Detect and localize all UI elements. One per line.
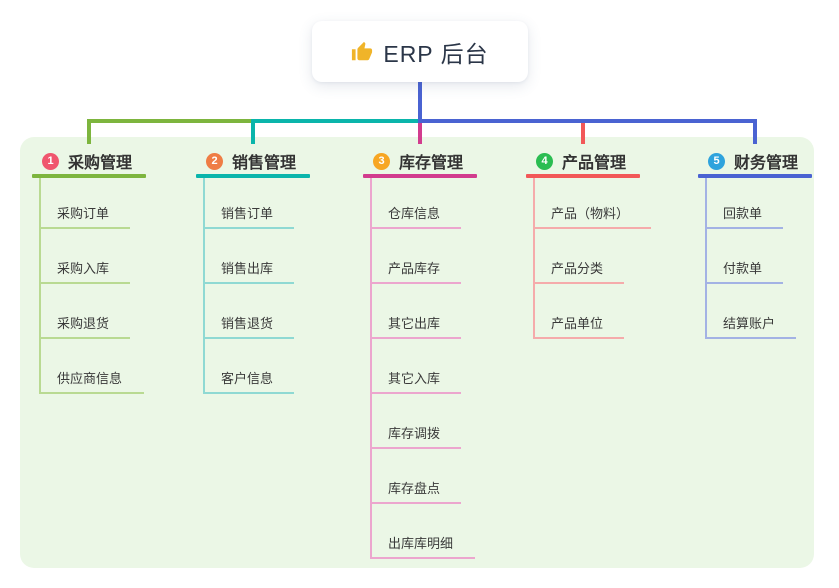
branch-node[interactable]: 2 销售管理 bbox=[196, 148, 310, 174]
branch-label-text: 库存管理 bbox=[399, 155, 464, 172]
branch-underline bbox=[32, 174, 146, 178]
branch-number-badge: 5 bbox=[708, 152, 725, 170]
child-node[interactable]: 其它入库 bbox=[371, 368, 461, 394]
branch-spine-line bbox=[203, 178, 205, 394]
branch-number-badge: 2 bbox=[206, 152, 223, 170]
root-node[interactable]: ERP 后台 bbox=[312, 21, 528, 82]
child-node[interactable]: 采购退货 bbox=[40, 313, 130, 339]
branch-label-text: 财务管理 bbox=[734, 155, 799, 172]
child-node[interactable]: 仓库信息 bbox=[371, 203, 461, 229]
branch-number-badge: 4 bbox=[536, 152, 553, 170]
child-node[interactable]: 销售出库 bbox=[204, 258, 294, 284]
branch-spine-line bbox=[370, 178, 372, 559]
branch-underline bbox=[698, 174, 812, 178]
branch-number-badge: 3 bbox=[373, 152, 390, 170]
child-node[interactable]: 销售退货 bbox=[204, 313, 294, 339]
child-node[interactable]: 供应商信息 bbox=[40, 368, 144, 394]
child-node[interactable]: 销售订单 bbox=[204, 203, 294, 229]
child-node[interactable]: 回款单 bbox=[706, 203, 783, 229]
branch-label-text: 销售管理 bbox=[232, 155, 297, 172]
branch-node[interactable]: 5 财务管理 bbox=[698, 148, 812, 174]
child-node[interactable]: 库存调拨 bbox=[371, 423, 461, 449]
child-node[interactable]: 产品分类 bbox=[534, 258, 624, 284]
branch-spine-line bbox=[533, 178, 535, 339]
mindmap-panel bbox=[20, 137, 814, 568]
child-node[interactable]: 产品单位 bbox=[534, 313, 624, 339]
branch-node[interactable]: 3 库存管理 bbox=[363, 148, 477, 174]
branch-node[interactable]: 1 采购管理 bbox=[32, 148, 146, 174]
child-node[interactable]: 采购订单 bbox=[40, 203, 130, 229]
branch-number-badge: 1 bbox=[42, 152, 59, 170]
child-node[interactable]: 库存盘点 bbox=[371, 478, 461, 504]
child-node[interactable]: 采购入库 bbox=[40, 258, 130, 284]
child-node[interactable]: 结算账户 bbox=[706, 313, 796, 339]
child-node[interactable]: 出库库明细 bbox=[371, 533, 475, 559]
branch-underline bbox=[196, 174, 310, 178]
child-node[interactable]: 产品（物料） bbox=[534, 203, 651, 229]
branch-label-text: 采购管理 bbox=[68, 155, 133, 172]
branch-spine-line bbox=[705, 178, 707, 339]
root-title: ERP 后台 bbox=[383, 40, 489, 67]
branch-label-text: 产品管理 bbox=[562, 155, 627, 172]
branch-spine-line bbox=[39, 178, 41, 394]
child-node[interactable]: 产品库存 bbox=[371, 258, 461, 284]
branch-underline bbox=[526, 174, 640, 178]
child-node[interactable]: 其它出库 bbox=[371, 313, 461, 339]
child-node[interactable]: 客户信息 bbox=[204, 368, 294, 394]
branch-node[interactable]: 4 产品管理 bbox=[526, 148, 640, 174]
child-node[interactable]: 付款单 bbox=[706, 258, 783, 284]
branch-underline bbox=[363, 174, 477, 178]
thumbs-up-icon bbox=[352, 41, 373, 60]
